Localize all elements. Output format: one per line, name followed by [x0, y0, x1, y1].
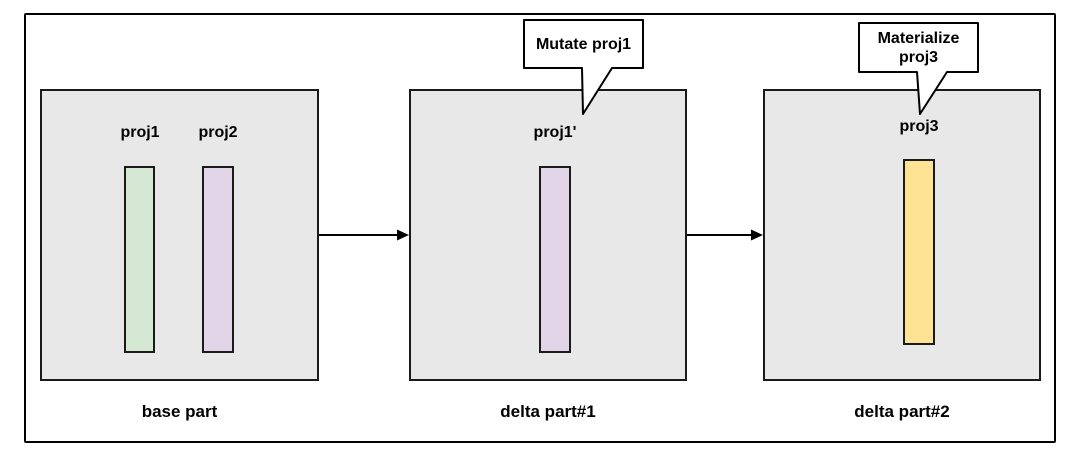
callout-label-mutate-proj1: Mutate proj1 [524, 20, 643, 68]
part-caption-delta1: delta part#1 [500, 402, 596, 421]
projection-bar-proj2 [202, 166, 234, 353]
part-box-base [40, 89, 319, 381]
part-caption-delta2: delta part#2 [854, 402, 950, 421]
flow-arrow-delta1-to-delta2 [687, 229, 763, 241]
callout-line: Mutate proj1 [535, 35, 632, 53]
projection-bar-proj1 [124, 166, 155, 353]
part-box-delta2 [763, 89, 1041, 381]
projection-label-proj2: proj2 [198, 124, 238, 141]
callout-label-materialize-proj3: Materialize proj3 [859, 23, 978, 72]
flow-arrow-base-to-delta1 [319, 229, 409, 241]
projection-bar-proj3 [903, 159, 935, 345]
callout-line: Materialize [877, 29, 960, 47]
projection-label-proj3: proj3 [899, 118, 939, 135]
projection-label-proj1-prime: proj1' [533, 124, 577, 141]
projection-bar-proj1-prime [539, 166, 571, 353]
arrowhead-right-icon [397, 229, 409, 241]
part-caption-base: base part [141, 402, 218, 421]
callout-line: proj3 [898, 48, 939, 66]
callout-shape-mutate-proj1 [523, 19, 644, 115]
projection-label-proj1: proj1 [120, 124, 160, 141]
callout-shape-materialize-proj3 [858, 22, 979, 115]
arrowhead-right-icon [751, 229, 763, 241]
